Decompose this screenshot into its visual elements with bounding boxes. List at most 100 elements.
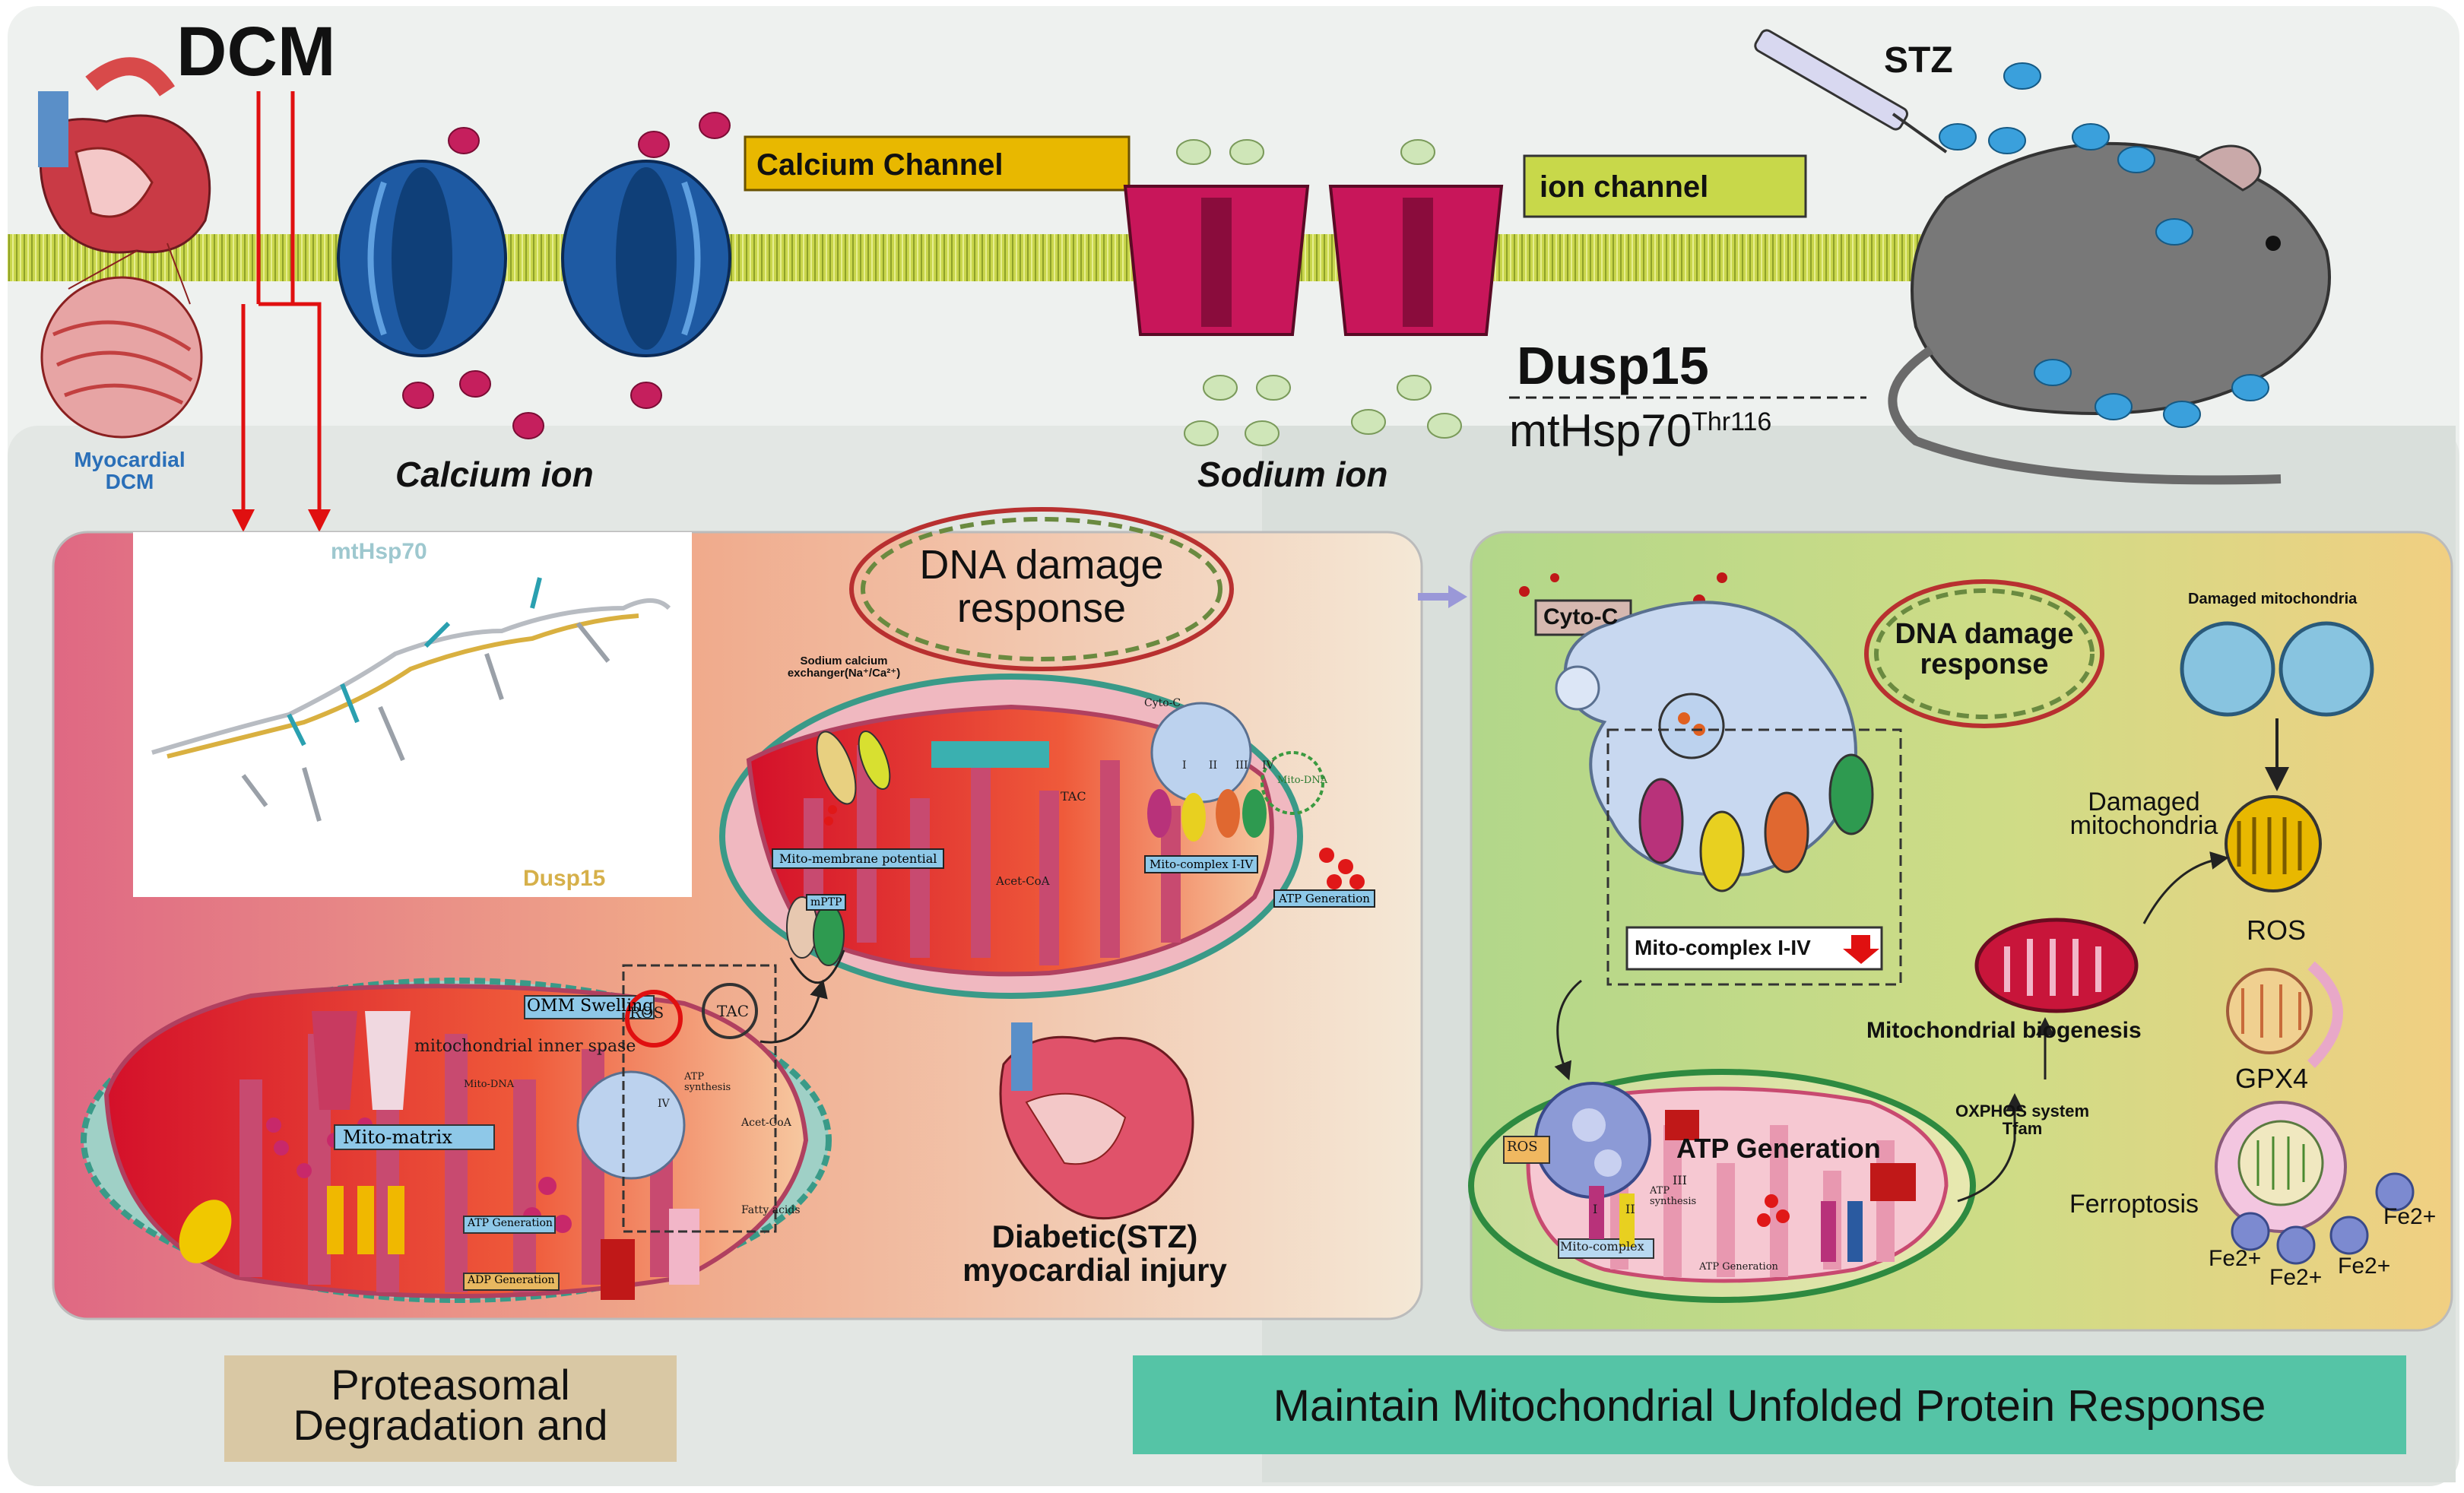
lower-fatty-acids-label: Fatty acids bbox=[741, 1204, 801, 1216]
right-complex-i: I bbox=[1593, 1202, 1598, 1216]
diabetic-line-1: Diabetic(STZ) bbox=[991, 1219, 1198, 1254]
stz-molecules bbox=[1939, 62, 2269, 428]
damaged-mito-2 bbox=[2278, 621, 2374, 717]
mito-to-biogenesis-arrow bbox=[1957, 1093, 2024, 1203]
sodium-ions bbox=[1176, 139, 1462, 446]
myocardial-line-1: Myocardial bbox=[74, 448, 186, 471]
atp-generation-bar bbox=[463, 1216, 556, 1234]
heart-illustration bbox=[38, 57, 211, 439]
ferroptosis-cristae bbox=[2256, 1136, 2305, 1190]
injured-heart bbox=[999, 1022, 1194, 1220]
oxphos-line-2: Tfam bbox=[2002, 1119, 2043, 1139]
right-mito-complex-small-label: Mito-complex bbox=[1560, 1239, 1644, 1254]
right-complex-iii: III bbox=[1673, 1173, 1687, 1187]
gpx4-cristae bbox=[2241, 984, 2301, 1038]
right-ros-small-label: ROS bbox=[1507, 1139, 1538, 1155]
right-dna-damage-line-1: DNA damage bbox=[1895, 618, 2074, 650]
ferroptosis-inner bbox=[2237, 1120, 2324, 1206]
biogenesis-to-damaged-arrow bbox=[2142, 851, 2229, 924]
lower-ros-label: ROS bbox=[629, 1003, 664, 1022]
damaged-mito-top-label: Damaged mitochondria bbox=[2188, 591, 2358, 607]
maintain-upr-label: Maintain Mitochondrial Unfolded Protein … bbox=[1273, 1381, 2266, 1431]
sodium-channel-2 bbox=[1328, 185, 1504, 336]
right-complex-ii: II bbox=[1625, 1202, 1635, 1216]
damaged-mito-1 bbox=[2180, 621, 2275, 717]
mptp-label: mPTP bbox=[806, 894, 847, 911]
fe-ion-3-label: Fe2+ bbox=[2338, 1254, 2391, 1279]
cyto-c-label: Cyto-C bbox=[1543, 604, 1619, 629]
calcium-channel-label: Calcium Channel bbox=[756, 148, 1004, 182]
left-dna-damage-line-2: response bbox=[956, 585, 1127, 631]
protein-structure-image bbox=[133, 532, 692, 897]
upper-mito-complex-label: Mito-complex I-IV bbox=[1144, 855, 1259, 873]
mito-biogenesis-label: Mitochondrial biogenesis bbox=[1866, 1018, 2142, 1043]
mito-complex-box bbox=[1625, 926, 1883, 971]
right-atp-generation-label: ATP Generation bbox=[1676, 1133, 1881, 1164]
dusp15-label: Dusp15 bbox=[1517, 336, 1709, 395]
gpx4-arc bbox=[2307, 961, 2343, 1068]
ros-circle bbox=[625, 990, 683, 1048]
mito-matrix-label: Mito-matrix bbox=[343, 1127, 452, 1148]
down-red-arrow bbox=[1843, 935, 1879, 964]
fe-ions bbox=[2231, 1172, 2415, 1265]
damaged-mito-line-1: Damaged bbox=[2088, 788, 2200, 816]
right-atp-synthesis-label: ATP synthesis bbox=[1650, 1185, 1697, 1207]
upper-cyto-c-label: Cyto-C bbox=[1144, 697, 1181, 709]
dna-helix-left bbox=[849, 507, 1234, 671]
diabetic-injury-label: Diabetic(STZ) myocardial injury bbox=[931, 1219, 1258, 1287]
mito-inner-space-label: mitochondrial inner spase bbox=[414, 1037, 636, 1056]
mouse-illustration bbox=[1754, 29, 2331, 485]
gpx4-mito bbox=[2226, 968, 2313, 1054]
right-ros-label: ROS bbox=[2247, 915, 2307, 946]
fe-ion-2-label: Fe2+ bbox=[2269, 1265, 2323, 1290]
biogenesis-mito bbox=[1974, 918, 2139, 1013]
sodium-calcium-line-1: Sodium calcium bbox=[800, 655, 888, 667]
lower-adp-generation-label: ADP Generation bbox=[468, 1274, 555, 1286]
tac-circle bbox=[702, 983, 758, 1039]
right-atp-generation-small-label: ATP Generation bbox=[1699, 1261, 1778, 1273]
right-dna-damage-line-2: response bbox=[1920, 648, 2049, 680]
mito-membrane-potential-label: Mito-membrane potential bbox=[772, 848, 945, 869]
right-mito-channels bbox=[1589, 1110, 1916, 1262]
fe-ion-4-label: Fe2+ bbox=[2383, 1204, 2437, 1229]
upper-complex-i: I bbox=[1182, 759, 1187, 772]
proteasomal-line-1: Proteasomal bbox=[331, 1361, 570, 1409]
mthsp70-label: mtHsp70Thr116 bbox=[1509, 407, 1771, 455]
calcium-channel-box bbox=[744, 135, 1131, 192]
calcium-channel-1 bbox=[337, 160, 507, 357]
damaged-mito-line-2: mitochondria bbox=[2069, 810, 2218, 840]
fe-ion-1-label: Fe2+ bbox=[2209, 1246, 2262, 1271]
lower-cycle-arrow bbox=[759, 979, 828, 1044]
proteasomal-line-2: Degradation and bbox=[293, 1401, 608, 1450]
right-mito-complex-label: Mito-complex I-IV bbox=[1635, 936, 1811, 959]
damaged-mito-yellow bbox=[2225, 795, 2322, 892]
mito-matrix-bar bbox=[334, 1124, 495, 1150]
upper-complex-ii: II bbox=[1209, 759, 1218, 772]
structure-dusp15-label: Dusp15 bbox=[523, 866, 606, 891]
lower-dashed-box bbox=[622, 964, 777, 1233]
proteasomal-label: Proteasomal Degradation and bbox=[224, 1361, 677, 1450]
right-red-dots bbox=[1757, 1194, 1790, 1227]
left-dna-damage-line-1: DNA damage bbox=[919, 542, 1164, 588]
lower-atp-synthesis-label: ATP synthesis bbox=[684, 1071, 731, 1093]
upper-complex-iii: III bbox=[1235, 759, 1248, 772]
lower-atp-generation-label: ATP Generation bbox=[468, 1217, 553, 1229]
upper-to-lower-arrow bbox=[789, 949, 845, 984]
upper-tac-label: TAC bbox=[1061, 789, 1086, 804]
damaged-mito-label: Damaged mitochondria bbox=[2053, 788, 2235, 840]
upper-acet-coa-label: Acet-CoA bbox=[996, 874, 1050, 888]
upper-atp-generation-label: ATP Generation bbox=[1273, 889, 1375, 908]
upper-mito-dna-label: Mito-DNA bbox=[1277, 775, 1328, 786]
right-dna-damage-label: DNA damage response bbox=[1878, 618, 2091, 680]
lower-acet-coa-label: Acet-CoA bbox=[741, 1117, 791, 1129]
upper-teal-bar bbox=[931, 741, 1049, 768]
panel-connector-arrow bbox=[1418, 585, 1467, 608]
ion-channel-label: ion channel bbox=[1540, 170, 1709, 204]
sodium-calcium-exchanger-label: Sodium calcium exchanger(Na⁺/Ca²⁺) bbox=[768, 655, 920, 680]
ferroptosis-label: Ferroptosis bbox=[2069, 1190, 2199, 1219]
ion-channel-box bbox=[1523, 154, 1807, 218]
myocardial-dcm-label: Myocardial DCM bbox=[59, 449, 200, 493]
right-dashed-box bbox=[1606, 728, 1902, 986]
lower-channels bbox=[179, 1011, 699, 1300]
